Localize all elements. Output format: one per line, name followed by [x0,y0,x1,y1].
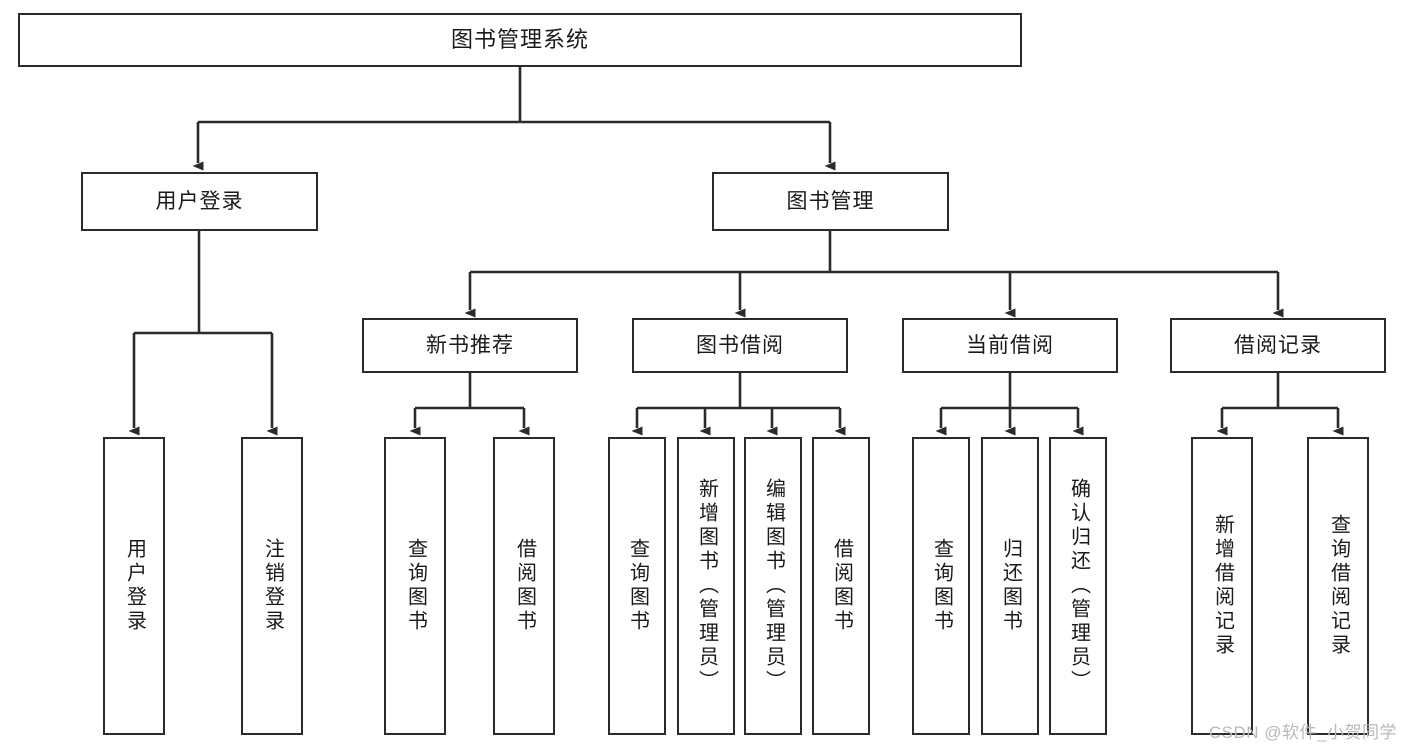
node-current-borrow-label: 当前借阅 [966,333,1054,357]
node-leaf-query-book-2[interactable]: 查询图书 [608,437,666,735]
node-new-book-recommend[interactable]: 新书推荐 [362,318,578,373]
node-leaf-add-book-label: 新增图书（管理员） [695,478,718,694]
node-leaf-query-record-label: 查询借阅记录 [1327,514,1350,658]
node-book-manage[interactable]: 图书管理 [712,172,949,231]
node-current-borrow[interactable]: 当前借阅 [902,318,1118,373]
node-leaf-borrow-book-1[interactable]: 借阅图书 [493,437,555,735]
node-leaf-return-book[interactable]: 归还图书 [981,437,1039,735]
node-leaf-confirm-return[interactable]: 确认归还（管理员） [1049,437,1107,735]
node-leaf-confirm-return-label: 确认归还（管理员） [1067,478,1090,694]
node-leaf-edit-book-label: 编辑图书（管理员） [762,478,785,694]
node-root-system-label: 图书管理系统 [450,26,589,52]
node-leaf-query-book-2-label: 查询图书 [626,538,649,634]
node-book-borrow[interactable]: 图书借阅 [632,318,848,373]
node-leaf-query-record[interactable]: 查询借阅记录 [1307,437,1369,735]
node-borrow-record-label: 借阅记录 [1234,333,1322,357]
node-book-borrow-label: 图书借阅 [696,333,784,357]
node-leaf-query-book-3[interactable]: 查询图书 [912,437,970,735]
node-leaf-return-book-label: 归还图书 [999,538,1022,634]
node-borrow-record[interactable]: 借阅记录 [1170,318,1386,373]
node-leaf-add-record-label: 新增借阅记录 [1211,514,1234,658]
node-leaf-borrow-book-2[interactable]: 借阅图书 [812,437,870,735]
node-leaf-user-logout-label: 注销登录 [261,538,284,634]
csdn-watermark: CSDN @软件_小贺同学 [1208,723,1397,742]
node-user-login-label: 用户登录 [155,189,244,213]
node-leaf-query-book-3-label: 查询图书 [930,538,953,634]
node-book-manage-label: 图书管理 [786,189,875,213]
node-leaf-user-logout[interactable]: 注销登录 [241,437,303,735]
node-leaf-edit-book[interactable]: 编辑图书（管理员） [744,437,802,735]
node-leaf-user-login-label: 用户登录 [123,538,146,634]
node-leaf-add-record[interactable]: 新增借阅记录 [1191,437,1253,735]
node-leaf-query-book-1[interactable]: 查询图书 [384,437,446,735]
node-leaf-query-book-1-label: 查询图书 [404,538,427,634]
node-leaf-user-login[interactable]: 用户登录 [103,437,165,735]
node-leaf-borrow-book-2-label: 借阅图书 [830,538,853,634]
node-new-book-recommend-label: 新书推荐 [426,333,514,357]
node-root-system[interactable]: 图书管理系统 [18,13,1022,67]
node-leaf-borrow-book-1-label: 借阅图书 [513,538,536,634]
node-user-login[interactable]: 用户登录 [81,172,318,231]
node-leaf-add-book[interactable]: 新增图书（管理员） [677,437,735,735]
